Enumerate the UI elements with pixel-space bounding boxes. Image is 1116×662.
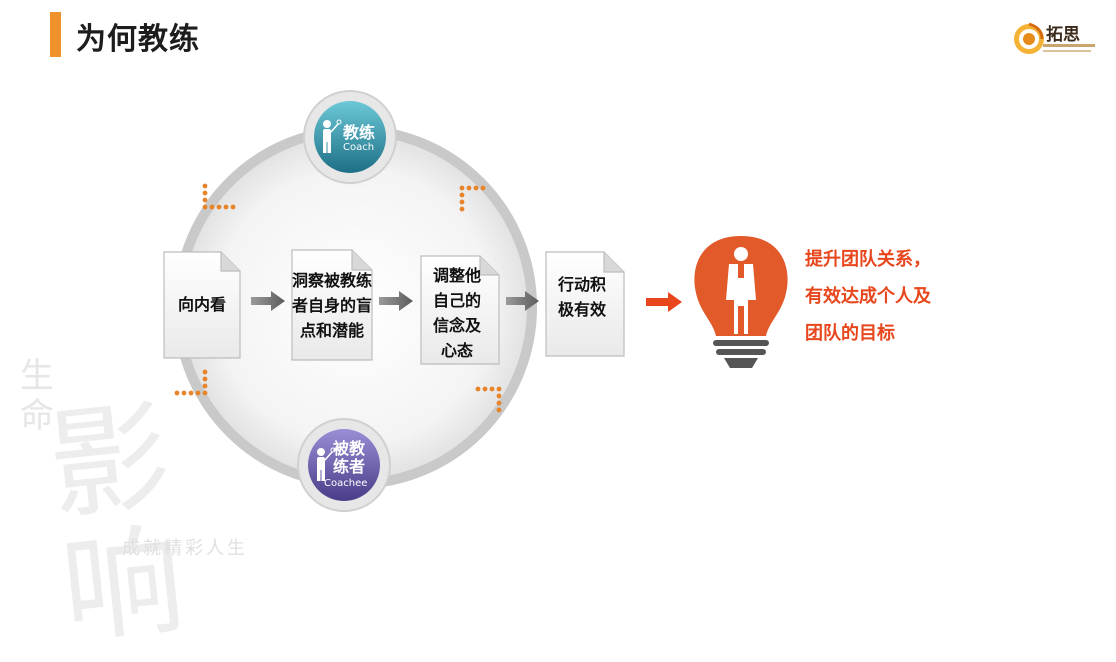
corner-marker-top-right <box>459 185 486 212</box>
coachee-badge <box>297 418 391 512</box>
step-4-line-2: 极有效 <box>557 300 606 319</box>
step-1-line-1: 向内看 <box>177 295 226 314</box>
step-2-line-2: 者自身的盲 <box>291 296 372 315</box>
step-doc-2 <box>291 249 373 361</box>
brand-logo: 拓思 <box>1010 18 1096 62</box>
coachee-label-en-wrap: Coachee <box>324 478 367 490</box>
coach-label: 教练 Coach <box>343 124 375 154</box>
result-text: 提升团队关系， 有效达成个人及 团队的目标 <box>805 241 1015 352</box>
coach-label-en: Coach <box>343 142 375 153</box>
watermark-word-1: 生命 <box>20 356 54 436</box>
title-accent-bar <box>50 12 61 57</box>
step-3-line-1: 调整他 <box>432 266 481 285</box>
page-title: 为何教练 <box>76 22 200 57</box>
coach-person-icon <box>323 119 342 153</box>
coaching-diagram <box>163 90 788 512</box>
result-line-3: 团队的目标 <box>805 323 895 344</box>
coach-badge <box>303 90 397 184</box>
arrow-step-1-2 <box>251 291 285 311</box>
step-doc-3 <box>420 255 500 365</box>
coachee-label-line-1: 被教 <box>333 439 366 458</box>
arrow-step-2-3 <box>379 291 413 311</box>
arrow-to-result <box>646 292 682 312</box>
lightbulb-icon <box>694 236 788 368</box>
coachee-label-line-2: 练者 <box>333 457 366 476</box>
step-1-text: 向内看 <box>164 292 240 317</box>
step-4-text: 行动积 极有效 <box>546 272 618 322</box>
step-4-line-1: 行动积 <box>557 275 606 294</box>
step-2-line-1: 洞察被教练 <box>291 271 372 290</box>
coachee-person-icon <box>317 447 336 481</box>
step-3-line-2: 自己的 <box>432 291 481 310</box>
result-line-2: 有效达成个人及 <box>805 286 931 307</box>
step-doc-4 <box>545 251 625 357</box>
logo-icon <box>1014 22 1044 54</box>
step-3-line-3: 信念及 <box>432 316 481 335</box>
step-3-text: 调整他 自己的 信念及 心态 <box>421 263 493 363</box>
corner-marker-bottom-right <box>475 386 502 413</box>
step-arrows <box>251 291 539 311</box>
arrow-step-3-4 <box>506 291 539 311</box>
step-3-line-4: 心态 <box>440 341 473 360</box>
result-line-1: 提升团队关系， <box>805 249 931 270</box>
logo-underline-2 <box>1043 50 1091 52</box>
logo-underline <box>1043 44 1095 47</box>
logo-name: 拓思 <box>1046 25 1080 45</box>
watermark-slogan: 成就精彩人生 <box>122 538 248 559</box>
step-doc-1 <box>163 251 241 359</box>
step-2-text: 洞察被教练 者自身的盲 点和潜能 <box>280 268 384 343</box>
coach-label-cn: 教练 <box>343 123 376 142</box>
step-2-line-3: 点和潜能 <box>299 321 364 340</box>
corner-marker-top-left <box>202 183 236 210</box>
corner-markers <box>174 183 502 413</box>
coachee-label-en: Coachee <box>324 478 368 489</box>
coachee-label: 被教 练者 <box>333 440 365 476</box>
corner-marker-bottom-left <box>174 369 208 396</box>
